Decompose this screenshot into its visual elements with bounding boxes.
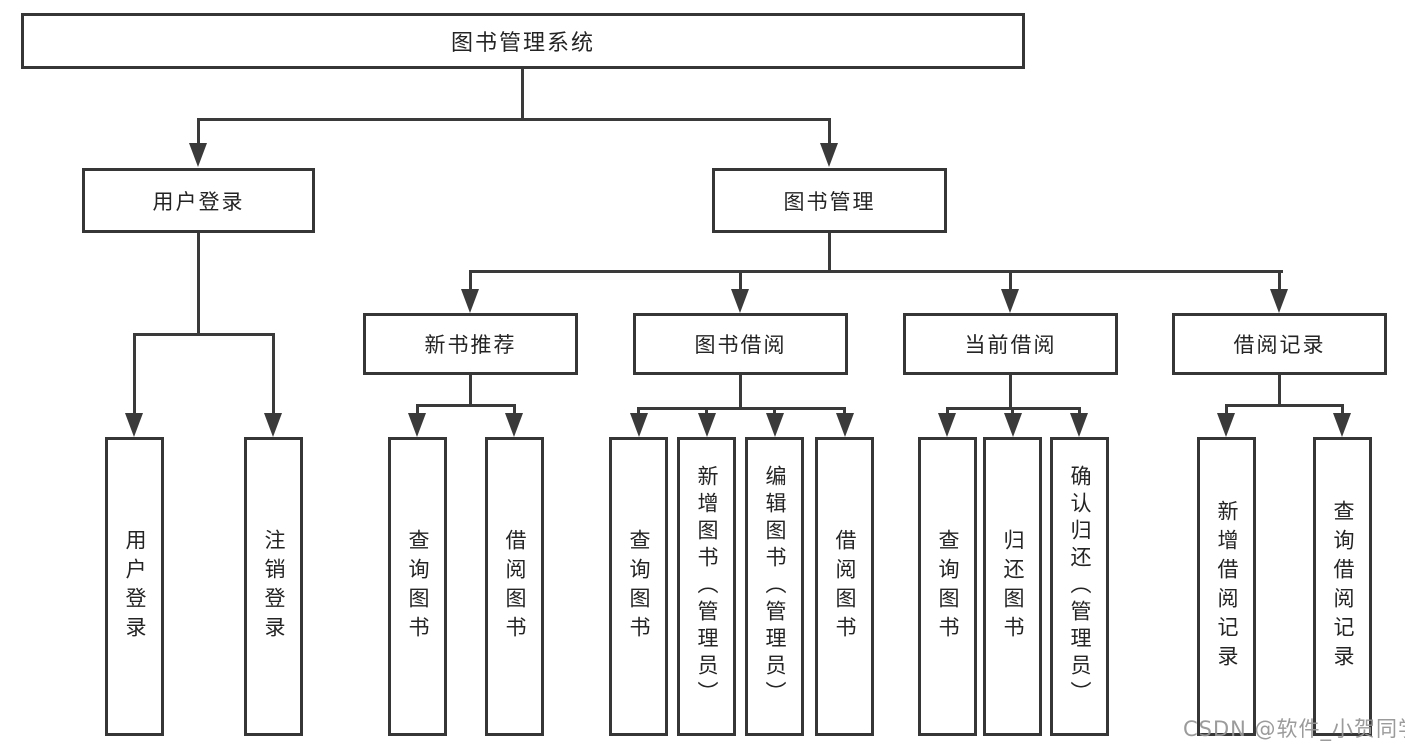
- connector-bookmgmt-stub-2: [739, 270, 742, 290]
- leaf-logout: 注销登录: [244, 437, 303, 736]
- leaf-cb-confirm-return: 确认归还（管理员）: [1050, 437, 1109, 736]
- arrow-to-bb-edit-book-icon: [766, 413, 784, 437]
- connector-bb-hbar: [637, 407, 846, 410]
- arrow-to-bb-add-book-icon: [698, 413, 716, 437]
- node-new-book-recommendation: 新书推荐: [363, 313, 578, 375]
- leaf-rec-query-book: 查询图书: [388, 437, 447, 736]
- node-user-login-label: 用户登录: [152, 189, 245, 214]
- node-current-borrowing: 当前借阅: [903, 313, 1118, 375]
- leaf-bb-add-book-label: 新增图书（管理员）: [695, 465, 719, 708]
- arrow-to-borrowing-records-icon: [1270, 289, 1288, 313]
- leaf-cb-return-book: 归还图书: [983, 437, 1042, 736]
- arrow-to-cb-query-book-icon: [938, 413, 956, 437]
- arrow-to-rec-query-book-icon: [408, 413, 426, 437]
- arrow-to-br-query-record-icon: [1333, 413, 1351, 437]
- leaf-cb-query-book: 查询图书: [918, 437, 977, 736]
- leaf-bb-borrow-book: 借阅图书: [815, 437, 874, 736]
- connector-rec-stub-2: [513, 404, 516, 414]
- node-borrowing-records: 借阅记录: [1172, 313, 1387, 375]
- connector-root-drop: [521, 66, 524, 120]
- connector-cb-stub-2: [1011, 407, 1014, 414]
- connector-rec-stub-1: [416, 404, 419, 414]
- node-new-book-recommendation-label: 新书推荐: [424, 333, 517, 357]
- connector-bb-drop: [739, 373, 742, 410]
- node-root: 图书管理系统: [21, 13, 1025, 69]
- connector-bookmgmt-hbar: [469, 270, 1283, 273]
- connector-br-drop: [1278, 373, 1281, 407]
- leaf-logout-label: 注销登录: [262, 528, 286, 645]
- connector-cb-drop: [1009, 373, 1012, 410]
- node-user-login: 用户登录: [82, 168, 315, 233]
- leaf-br-add-record-label: 新增借阅记录: [1215, 499, 1239, 674]
- connector-rec-hbar: [416, 404, 516, 407]
- connector-root-stub-left: [197, 118, 200, 146]
- connector-bookmgmt-stub-1: [469, 270, 472, 290]
- node-book-borrowing-label: 图书借阅: [694, 333, 787, 357]
- arrow-to-br-add-record-icon: [1217, 413, 1235, 437]
- node-borrowing-records-label: 借阅记录: [1233, 333, 1326, 357]
- leaf-cb-confirm-return-label: 确认归还（管理员）: [1068, 465, 1092, 708]
- connector-root-stub-right: [828, 118, 831, 146]
- connector-bookmgmt-stub-4: [1278, 270, 1281, 290]
- arrow-to-book-borrowing-icon: [731, 289, 749, 313]
- leaf-bb-edit-book-label: 编辑图书（管理员）: [763, 465, 787, 708]
- connector-br-hbar: [1225, 404, 1344, 407]
- leaf-bb-add-book: 新增图书（管理员）: [677, 437, 736, 736]
- leaf-bb-query-book-label: 查询图书: [627, 528, 651, 645]
- leaf-cb-query-book-label: 查询图书: [936, 528, 960, 645]
- connector-cb-stub-1: [946, 407, 949, 414]
- node-book-management-label: 图书管理: [783, 189, 876, 214]
- connector-br-stub-1: [1225, 404, 1228, 414]
- leaf-br-query-record-label: 查询借阅记录: [1331, 499, 1355, 674]
- connector-bb-stub-4: [843, 407, 846, 414]
- leaf-rec-borrow-book-label: 借阅图书: [503, 528, 527, 645]
- arrow-to-rec-borrow-book-icon: [505, 413, 523, 437]
- connector-userlogin-stub-left: [133, 333, 136, 414]
- leaf-bb-edit-book: 编辑图书（管理员）: [745, 437, 804, 736]
- leaf-rec-query-book-label: 查询图书: [406, 528, 430, 645]
- leaf-bb-query-book: 查询图书: [609, 437, 668, 736]
- connector-br-stub-2: [1341, 404, 1344, 414]
- arrow-to-book-management-icon: [820, 143, 838, 167]
- arrow-to-cb-return-book-icon: [1004, 413, 1022, 437]
- csdn-watermark: CSDN @软件_小贺同学: [1183, 717, 1405, 741]
- arrow-to-user-login-icon: [189, 143, 207, 167]
- leaf-rec-borrow-book: 借阅图书: [485, 437, 544, 736]
- arrow-to-new-book-recommendation-icon: [461, 289, 479, 313]
- node-current-borrowing-label: 当前借阅: [964, 333, 1057, 357]
- leaf-user-login: 用户登录: [105, 437, 164, 736]
- arrow-to-bb-query-book-icon: [630, 413, 648, 437]
- arrow-to-leaf-user-login-icon: [125, 413, 143, 437]
- node-root-label: 图书管理系统: [450, 31, 595, 56]
- arrow-to-current-borrowing-icon: [1001, 289, 1019, 313]
- connector-userlogin-stub-right: [272, 333, 275, 414]
- leaf-br-query-record: 查询借阅记录: [1313, 437, 1372, 736]
- connector-bookmgmt-drop: [828, 231, 831, 273]
- leaf-user-login-label: 用户登录: [123, 528, 147, 645]
- connector-rec-drop: [469, 373, 472, 407]
- node-book-borrowing: 图书借阅: [633, 313, 848, 375]
- leaf-br-add-record: 新增借阅记录: [1197, 437, 1256, 736]
- connector-bb-stub-1: [637, 407, 640, 414]
- connector-bb-stub-2: [705, 407, 708, 414]
- connector-root-hbar: [197, 118, 831, 121]
- connector-userlogin-drop: [197, 231, 200, 336]
- arrow-to-cb-confirm-return-icon: [1070, 413, 1088, 437]
- arrow-to-bb-borrow-book-icon: [836, 413, 854, 437]
- connector-cb-stub-3: [1078, 407, 1081, 414]
- connector-bookmgmt-stub-3: [1009, 270, 1012, 290]
- arrow-to-leaf-logout-icon: [264, 413, 282, 437]
- connector-userlogin-hbar: [133, 333, 275, 336]
- leaf-bb-borrow-book-label: 借阅图书: [833, 528, 857, 645]
- connector-bb-stub-3: [773, 407, 776, 414]
- leaf-cb-return-book-label: 归还图书: [1001, 528, 1025, 645]
- node-book-management: 图书管理: [712, 168, 947, 233]
